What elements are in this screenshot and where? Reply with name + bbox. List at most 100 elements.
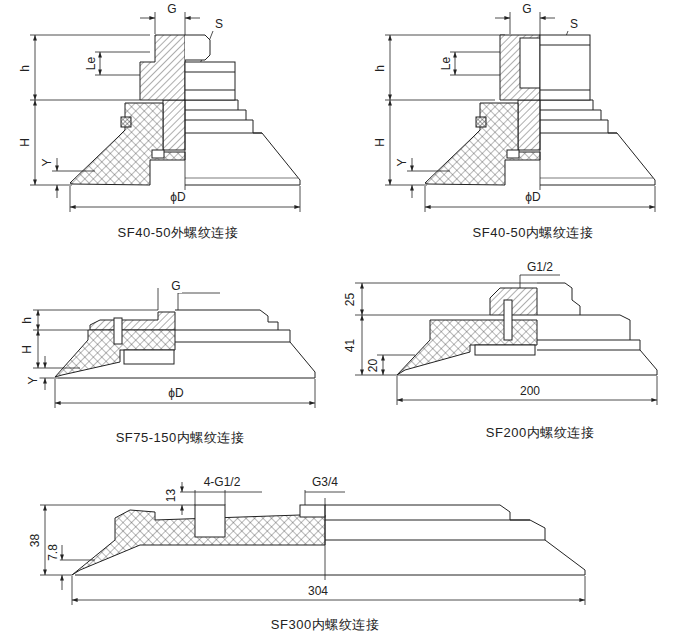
- cup-sf75-150-part: [58, 378, 175, 379]
- cup-sf200: [355, 275, 657, 405]
- cup-sf40-internal-part: [385, 12, 655, 212]
- cup-sf200-part: [504, 300, 512, 340]
- cup-sf75-150-part: [55, 379, 56, 408]
- dimension-label: H: [20, 344, 33, 355]
- cup-sf200-part: [537, 340, 630, 341]
- cup-sf300-part: [40, 505, 195, 506]
- cup-sf40-external-part: [185, 72, 235, 73]
- cup-sf40-external-part: [30, 12, 300, 212]
- cup-sf75-150-part: [33, 288, 315, 408]
- cup-sf300-part: [300, 505, 325, 517]
- cup-sf40-internal-part: [540, 35, 590, 100]
- dimension-label: ϕD: [169, 191, 186, 204]
- dimension-label: h: [21, 316, 34, 325]
- cup-sf300-part: [62, 545, 63, 560]
- cup-sf200-part: [520, 275, 560, 276]
- cup-sf300-part: [585, 576, 586, 605]
- dimension-label: S: [569, 18, 579, 31]
- cup-sf75-150-part: [45, 356, 46, 368]
- dimension-label: ϕD: [167, 387, 184, 400]
- figure-caption: SF300内螺纹连接: [270, 618, 380, 631]
- dimension-label: 13: [165, 487, 178, 502]
- cup-sf40-external: [30, 12, 300, 212]
- dimension-label: S: [214, 18, 224, 31]
- cup-sf75-150-part: [90, 312, 175, 330]
- cup-sf75-150-part: [33, 368, 80, 369]
- dimension-label: Y: [395, 157, 408, 167]
- dimension-label: 38: [29, 532, 42, 547]
- cup-sf200-part: [657, 376, 658, 405]
- cup-sf300-part: [182, 505, 183, 515]
- figure-caption: SF200内螺纹连接: [485, 426, 595, 439]
- cup-sf300-part: [325, 520, 530, 521]
- dimension-label: Le: [440, 55, 453, 70]
- dimension-label: 25: [344, 291, 357, 306]
- cup-sf300-part: [62, 575, 63, 590]
- cup-sf300-part: [75, 575, 325, 576]
- cup-sf75-150-part: [124, 350, 174, 364]
- cup-sf75-150-part: [315, 379, 316, 408]
- dimension-label: G1/2: [526, 261, 554, 274]
- cup-sf200-part: [383, 355, 384, 375]
- dimension-label: Le: [85, 55, 98, 70]
- cup-sf200-part: [397, 376, 398, 405]
- dimension-label: ϕD: [524, 191, 541, 204]
- cup-sf200-part: [537, 350, 640, 351]
- dimension-label: 20: [367, 357, 380, 372]
- figure-caption: SF40-50外螺纹连接: [117, 226, 240, 239]
- cup-sf75-150-part: [158, 288, 159, 310]
- cup-sf75-150-part: [114, 318, 122, 344]
- cup-sf300-part: [325, 498, 326, 580]
- cup-sf300-part: [72, 600, 585, 601]
- cup-sf75-150: [33, 288, 315, 408]
- dimension-label: H: [373, 137, 386, 148]
- cup-sf300-part: [325, 540, 545, 541]
- dimension-label: H: [18, 137, 31, 148]
- dimension-label: 41: [344, 337, 357, 352]
- dimension-label: 4-G1/2: [203, 476, 242, 489]
- cup-sf200-part: [362, 315, 363, 375]
- cup-sf300-part: [195, 505, 225, 537]
- dimension-label: h: [19, 64, 32, 73]
- cup-sf75-150-part: [38, 330, 39, 368]
- cup-sf75-150-part: [175, 330, 278, 331]
- cup-sf40-external-part: [185, 90, 235, 91]
- cup-sf75-150-part: [55, 403, 315, 404]
- cup-sf40-external-part: [140, 35, 185, 100]
- dimension-label: G: [166, 3, 177, 16]
- cup-sf75-150-part: [175, 310, 315, 378]
- cup-sf40-internal-part: [540, 45, 590, 46]
- dimension-label: 200: [519, 385, 541, 398]
- dimension-label: G: [170, 280, 181, 293]
- cup-sf300-part: [305, 492, 345, 493]
- dimension-label: G: [521, 3, 532, 16]
- cup-sf75-150-part: [33, 310, 158, 311]
- cup-sf200-part: [475, 345, 535, 355]
- cup-sf200-part: [490, 288, 537, 315]
- cup-sf200-part: [537, 283, 657, 375]
- cup-sf40-external-part: [185, 35, 210, 60]
- cup-sf300-part: [325, 505, 585, 575]
- cup-sf40-external-part: [185, 62, 235, 100]
- cup-sf40-internal-part: [540, 90, 590, 91]
- cup-sf300: [40, 482, 585, 605]
- cup-sf40-internal-part: [500, 35, 540, 100]
- dimension-label: G3/4: [311, 476, 339, 489]
- dimension-label: Y: [40, 157, 53, 167]
- cup-sf300-part: [72, 576, 73, 605]
- cup-sf75-150-part: [45, 378, 46, 390]
- dimension-label: h: [374, 64, 387, 73]
- cup-sf200-part: [397, 400, 657, 401]
- cup-sf40-internal: [385, 12, 655, 212]
- cup-sf200-part: [400, 375, 537, 376]
- cup-sf75-150-part: [175, 342, 290, 343]
- cup-sf200-part: [537, 315, 580, 316]
- cup-sf75-150-part: [178, 293, 220, 294]
- cup-sf200-part: [355, 283, 537, 284]
- cup-sf300-part: [57, 560, 95, 561]
- cup-sf40-internal-part: [520, 38, 540, 88]
- cup-sf200-part: [362, 283, 363, 315]
- dimension-label: 304: [307, 585, 329, 598]
